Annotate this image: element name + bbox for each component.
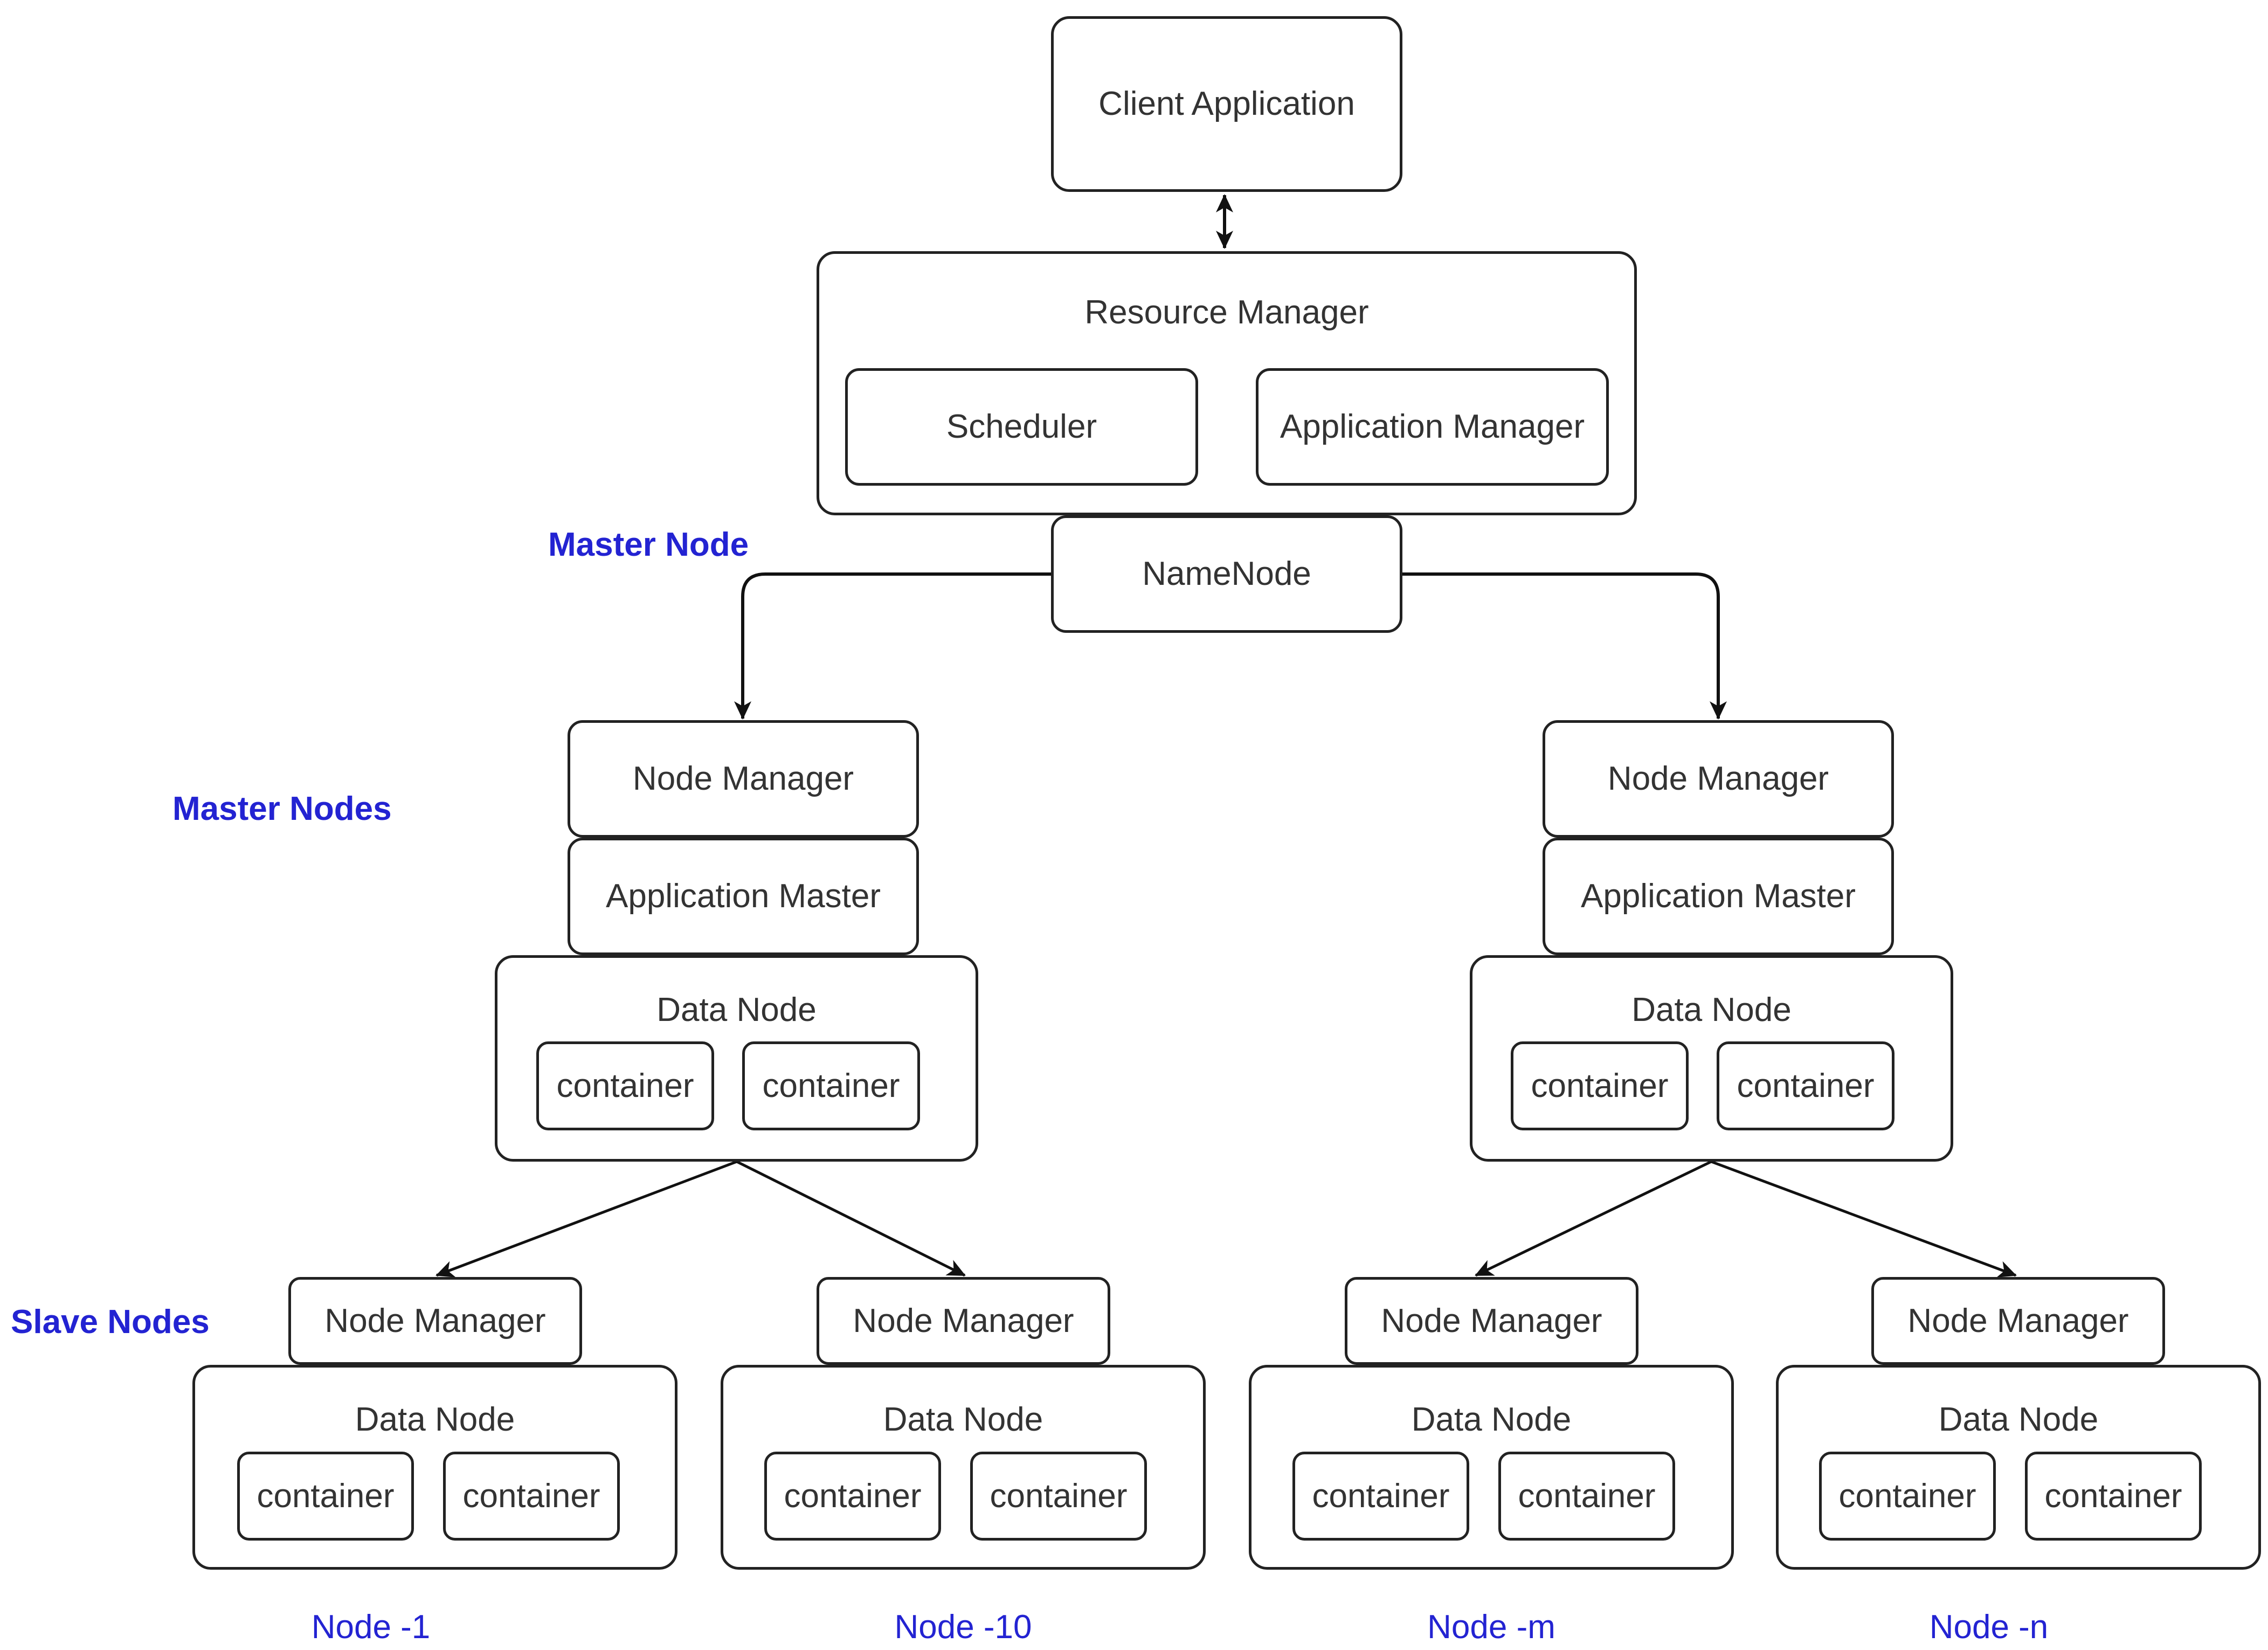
slave-node-manager-box: Node Manager <box>1345 1277 1638 1365</box>
node-manager-label: Node Manager <box>632 760 854 797</box>
container-label: container <box>1838 1477 1976 1515</box>
data-node-label: Data Node <box>883 1401 1043 1438</box>
container-label: container <box>990 1477 1128 1515</box>
container-box: container <box>443 1452 620 1541</box>
container-label: container <box>784 1477 922 1515</box>
container-box: container <box>742 1041 920 1130</box>
application-manager-label: Application Manager <box>1280 408 1585 445</box>
client-application-box: Client Application <box>1051 16 1402 192</box>
application-master-box: Application Master <box>568 838 919 955</box>
container-box: container <box>970 1452 1147 1541</box>
scheduler-label: Scheduler <box>946 408 1097 445</box>
data-node-label: Data Node <box>656 991 817 1028</box>
application-manager-box: Application Manager <box>1256 368 1609 486</box>
data-node-label: Data Node <box>355 1401 515 1438</box>
data-node-label: Data Node <box>1411 1401 1572 1438</box>
container-box: container <box>2025 1452 2202 1541</box>
node-manager-label: Node Manager <box>1607 760 1829 797</box>
namenode-left-arrow <box>734 572 1051 720</box>
node-manager-label: Node Manager <box>1907 1302 2129 1340</box>
container-box: container <box>237 1452 414 1541</box>
container-label: container <box>556 1067 694 1104</box>
container-label: container <box>257 1477 395 1515</box>
container-label: container <box>2044 1477 2182 1515</box>
data-node-label: Data Node <box>1631 991 1792 1028</box>
container-label: container <box>1531 1067 1669 1104</box>
slave-nodes-label: Slave Nodes <box>11 1303 210 1341</box>
data-node-label: Data Node <box>1938 1401 2099 1438</box>
application-master-label: Application Master <box>605 878 881 915</box>
container-label: container <box>1518 1477 1656 1515</box>
application-master-box: Application Master <box>1543 838 1894 955</box>
slave-node-manager-box: Node Manager <box>817 1277 1110 1365</box>
namenode-label: NameNode <box>1142 555 1311 592</box>
container-box: container <box>1292 1452 1469 1541</box>
node-manager-box: Node Manager <box>568 720 919 838</box>
datanode-left-to-slave-1 <box>435 1160 737 1278</box>
namenode-right-arrow <box>1402 572 1727 720</box>
application-master-label: Application Master <box>1580 878 1856 915</box>
slave-node-manager-box: Node Manager <box>288 1277 582 1365</box>
slave-node-manager-box: Node Manager <box>1871 1277 2165 1365</box>
node-caption: Node -m <box>1427 1608 1555 1646</box>
container-box: container <box>1498 1452 1675 1541</box>
container-label: container <box>1312 1477 1450 1515</box>
container-box: container <box>1717 1041 1894 1130</box>
node-manager-box: Node Manager <box>1543 720 1894 838</box>
node-manager-label: Node Manager <box>324 1302 546 1340</box>
master-nodes-label: Master Nodes <box>172 790 392 827</box>
node-caption: Node -1 <box>311 1608 431 1646</box>
container-box: container <box>536 1041 714 1130</box>
node-caption: Node -n <box>1929 1608 2049 1646</box>
container-box: container <box>1819 1452 1996 1541</box>
master-node-label: Master Node <box>548 526 749 563</box>
container-label: container <box>462 1477 600 1515</box>
scheduler-box: Scheduler <box>845 368 1198 486</box>
client-application-label: Client Application <box>1098 85 1355 122</box>
node-caption: Node -10 <box>894 1608 1032 1646</box>
node-manager-label: Node Manager <box>853 1302 1074 1340</box>
node-manager-label: Node Manager <box>1381 1302 1602 1340</box>
datanode-right-to-slave-3 <box>1475 1160 1712 1277</box>
container-box: container <box>1511 1041 1689 1130</box>
namenode-box: NameNode <box>1051 515 1402 633</box>
container-label: container <box>762 1067 900 1104</box>
container-box: container <box>764 1452 941 1541</box>
container-label: container <box>1737 1067 1875 1104</box>
datanode-left-to-slave-2 <box>736 1160 966 1277</box>
datanode-right-to-slave-4 <box>1711 1160 2017 1278</box>
resource-manager-label: Resource Manager <box>1084 294 1369 331</box>
